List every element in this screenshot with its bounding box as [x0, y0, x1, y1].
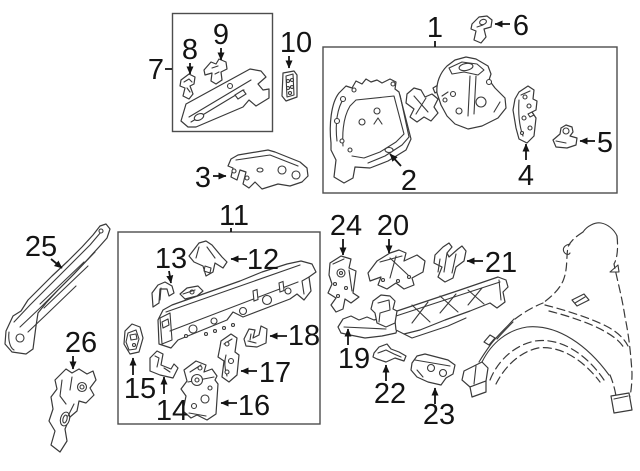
callout-15[interactable]: 15	[124, 357, 156, 405]
part-shape-17[interactable]	[217, 333, 240, 383]
part-shape-6[interactable]	[470, 15, 493, 44]
group-box-11	[117, 231, 321, 425]
part-shape-1-apron[interactable]	[432, 56, 507, 130]
callout-21-label[interactable]: 21	[485, 247, 517, 279]
part-shape-13[interactable]	[151, 281, 175, 308]
part-shape-3[interactable]	[227, 149, 309, 190]
callout-12-label[interactable]: 12	[247, 244, 279, 276]
part-shape-1-brace[interactable]	[405, 87, 439, 123]
callout-1[interactable]: 1	[427, 12, 443, 47]
group-box-1	[322, 46, 618, 194]
callout-7-label[interactable]: 7	[148, 54, 164, 86]
callout-4-label[interactable]: 4	[518, 160, 534, 192]
callout-16-label[interactable]: 16	[238, 390, 270, 422]
part-shape-5[interactable]	[552, 124, 578, 149]
callout-10[interactable]: 10	[280, 27, 312, 69]
callout-11-label[interactable]: 11	[219, 200, 249, 232]
callout-8-label[interactable]: 8	[182, 34, 198, 66]
callout-2[interactable]: 2	[389, 153, 417, 197]
callout-24-label[interactable]: 24	[330, 210, 362, 242]
callout-24[interactable]: 24	[330, 210, 362, 256]
part-shape-23[interactable]	[410, 353, 456, 386]
part-shape-20[interactable]	[367, 249, 426, 290]
callout-20[interactable]: 20	[377, 210, 409, 254]
part-shape-8[interactable]	[179, 73, 196, 100]
callout-17[interactable]: 17	[240, 357, 291, 389]
callout-20-label[interactable]: 20	[377, 210, 409, 242]
callout-6-label[interactable]: 6	[513, 10, 529, 42]
callout-6[interactable]: 6	[494, 10, 529, 42]
part-shape-4[interactable]	[512, 85, 538, 144]
callout-11[interactable]: 11	[219, 200, 249, 232]
part-shape-14[interactable]	[149, 350, 179, 379]
callout-25-label[interactable]: 25	[25, 231, 57, 263]
callout-2-label[interactable]: 2	[401, 165, 417, 197]
part-shape-19[interactable]	[337, 276, 509, 339]
group-box-7	[171, 12, 274, 133]
part-shape-15[interactable]	[123, 323, 144, 355]
callout-26[interactable]: 26	[65, 327, 97, 370]
part-shape-7-assembly-rail[interactable]	[180, 68, 270, 128]
part-shape-25[interactable]	[4, 223, 111, 355]
callout-21[interactable]: 21	[466, 247, 517, 279]
callout-26-label[interactable]: 26	[65, 327, 97, 359]
part-shape-24[interactable]	[327, 255, 360, 313]
callout-4[interactable]: 4	[518, 143, 534, 192]
callout-8[interactable]: 8	[182, 34, 198, 75]
callout-19[interactable]: 19	[338, 328, 370, 375]
callout-9-label[interactable]: 9	[213, 19, 229, 51]
callout-14[interactable]: 14	[156, 376, 188, 427]
callout-18[interactable]: 18	[269, 320, 320, 352]
callout-13[interactable]: 13	[155, 243, 187, 284]
part-shape-2[interactable]	[329, 78, 412, 184]
part-shape-22[interactable]	[372, 343, 407, 363]
callout-22[interactable]: 22	[374, 364, 406, 410]
part-shape-21[interactable]	[433, 242, 467, 283]
part-shape-18[interactable]	[243, 325, 268, 348]
part-shape-10[interactable]	[281, 70, 298, 102]
callout-13-label[interactable]: 13	[155, 243, 187, 275]
callout-15-label[interactable]: 15	[124, 373, 156, 405]
callout-1-label[interactable]: 1	[427, 12, 443, 44]
part-shape-26[interactable]	[48, 368, 97, 453]
callout-3[interactable]: 3	[195, 162, 227, 194]
callout-17-label[interactable]: 17	[259, 357, 291, 389]
part-shape-12[interactable]	[188, 240, 228, 277]
callout-10-label[interactable]: 10	[280, 27, 312, 59]
callout-12[interactable]: 12	[230, 244, 279, 276]
part-shape-16[interactable]	[180, 360, 219, 421]
part-shape-11-rail[interactable]	[157, 260, 317, 349]
callout-9[interactable]: 9	[213, 19, 229, 61]
fender-outline	[461, 222, 633, 414]
callout-5-label[interactable]: 5	[597, 127, 613, 159]
callout-5[interactable]: 5	[579, 127, 613, 159]
callout-14-label[interactable]: 14	[156, 395, 188, 427]
part-shape-9[interactable]	[203, 58, 228, 85]
callout-3-label[interactable]: 3	[195, 162, 211, 194]
callout-7[interactable]: 7	[148, 54, 172, 86]
callout-23-label[interactable]: 23	[423, 399, 455, 431]
callout-19-label[interactable]: 19	[338, 343, 370, 375]
callout-22-label[interactable]: 22	[374, 378, 406, 410]
callout-18-label[interactable]: 18	[288, 320, 320, 352]
callout-25[interactable]: 25	[25, 231, 63, 269]
callout-23[interactable]: 23	[423, 387, 455, 431]
callout-16[interactable]: 16	[220, 390, 270, 422]
